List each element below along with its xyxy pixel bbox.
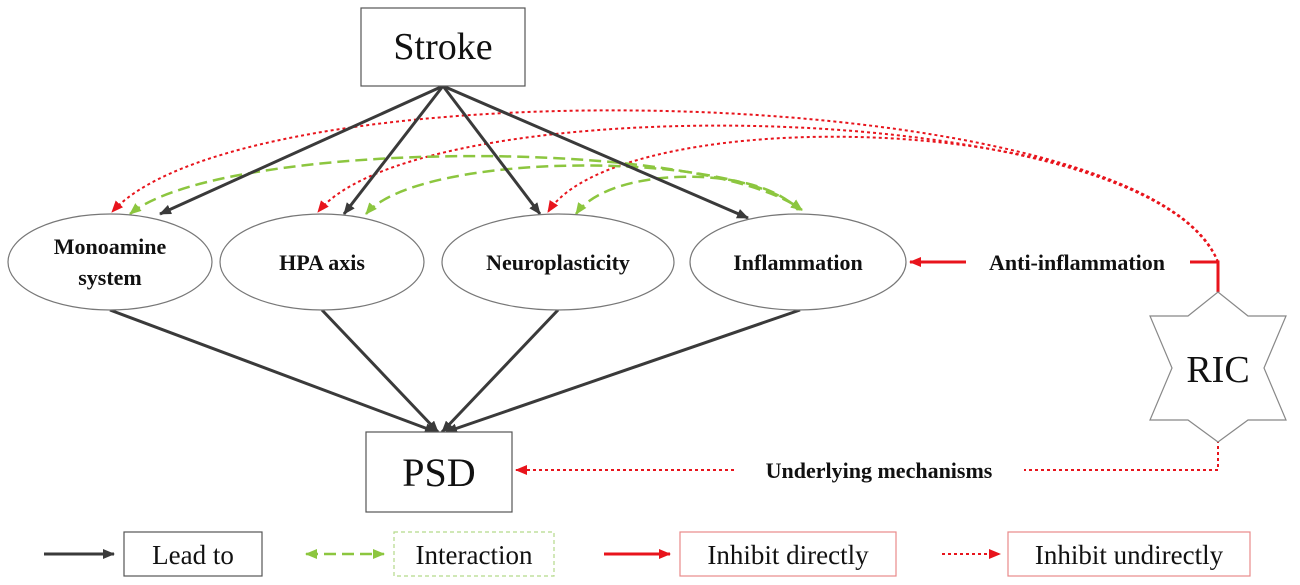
ric-label: RIC — [1186, 349, 1249, 391]
neuroplasticity-label: Neuroplasticity — [486, 250, 630, 275]
anti-inflammation-label: Anti-inflammation — [989, 250, 1165, 275]
underlying-mechanisms-edge: Underlying mechanisms — [515, 440, 1219, 483]
stroke-to-monoamine-arrow — [159, 84, 444, 216]
anti-inflammation-edge: Anti-inflammation — [909, 250, 1220, 292]
stroke-lead-arrows — [159, 84, 749, 220]
monoamine-label-line2: system — [78, 265, 142, 290]
legend-inhibit-directly: Inhibit directly — [604, 531, 897, 577]
legend: Lead to Interaction Inhibit directly Inh… — [44, 531, 1251, 577]
neuroplasticity-inflammation-interaction — [574, 175, 799, 215]
anti-inflammation-line — [1190, 260, 1220, 292]
legend-interaction: Interaction — [305, 531, 555, 577]
hpa-node: HPA axis — [219, 213, 425, 311]
psd-label: PSD — [402, 450, 475, 495]
neuroplasticity-node: Neuroplasticity — [441, 213, 675, 311]
interaction-curves — [129, 154, 803, 215]
underlying-mechanisms-label: Underlying mechanisms — [766, 458, 993, 483]
underlying-mechanisms-line-right — [1024, 440, 1219, 471]
stroke-to-hpa-arrow — [342, 85, 445, 215]
psd-node: PSD — [365, 431, 513, 513]
legend-inhibit-undirectly-label: Inhibit undirectly — [1035, 540, 1224, 570]
inflammation-to-psd-arrow — [445, 308, 801, 434]
stroke-to-neuroplasticity-arrow — [441, 85, 542, 215]
monoamine-to-psd-arrow — [109, 308, 437, 434]
legend-inhibit-undirectly: Inhibit undirectly — [942, 531, 1251, 577]
ric-node: RIC — [1149, 291, 1287, 443]
hpa-inflammation-interaction — [365, 164, 801, 215]
inhibit-undirectly-curves — [111, 109, 1219, 263]
ric-to-neuroplasticity-curve — [547, 135, 1219, 263]
stroke-label: Stroke — [393, 26, 492, 68]
inflammation-label: Inflammation — [733, 250, 863, 275]
monoamine-label-line1: Monoamine — [54, 234, 167, 259]
hpa-to-psd-arrow — [320, 308, 440, 434]
legend-lead-to: Lead to — [44, 531, 263, 577]
stroke-node: Stroke — [360, 7, 526, 87]
legend-lead-to-label: Lead to — [152, 540, 234, 570]
legend-interaction-label: Interaction — [416, 540, 533, 570]
neuroplasticity-to-psd-arrow — [440, 308, 560, 434]
monoamine-inflammation-interaction — [129, 154, 803, 215]
hpa-label: HPA axis — [279, 250, 365, 275]
inflammation-node: Inflammation — [689, 213, 907, 311]
stroke-to-inflammation-arrow — [442, 84, 749, 220]
ric-star-shape — [1149, 291, 1287, 443]
monoamine-node: Monoamine system — [7, 213, 213, 311]
ric-to-hpa-curve — [317, 124, 1219, 263]
legend-inhibit-directly-label: Inhibit directly — [707, 540, 869, 570]
psd-lead-arrows — [109, 308, 801, 434]
